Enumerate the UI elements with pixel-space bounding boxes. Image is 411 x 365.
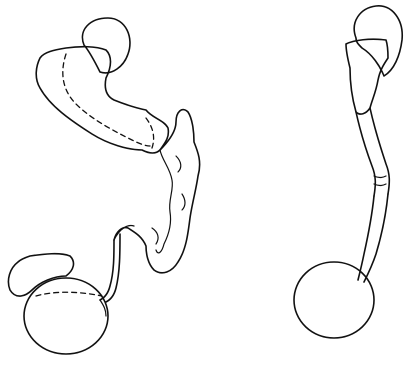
right-tube-left	[356, 112, 375, 196]
right-funnel-top	[346, 39, 388, 114]
left-lower-bulb	[24, 278, 108, 354]
left-small-organ	[82, 18, 130, 73]
left-panel	[8, 18, 199, 354]
left-upper-dashed-line	[63, 54, 150, 146]
right-tube-right	[370, 108, 389, 194]
left-lower-pouch	[8, 254, 73, 296]
left-coiled-tube	[114, 110, 200, 273]
left-junction-dashed-line	[36, 292, 102, 296]
left-coiled-tube-fold-2	[182, 194, 185, 210]
left-coiled-tube-fold-1	[176, 156, 181, 172]
left-upper-pouch	[36, 47, 168, 153]
left-narrow-duct-outer	[100, 240, 114, 300]
left-upper-dashed-line-2	[146, 118, 154, 148]
right-small-organ	[354, 6, 402, 76]
right-lower-bulb	[294, 262, 374, 338]
left-coiled-tube-fold-3	[152, 228, 158, 244]
right-panel	[294, 6, 402, 338]
